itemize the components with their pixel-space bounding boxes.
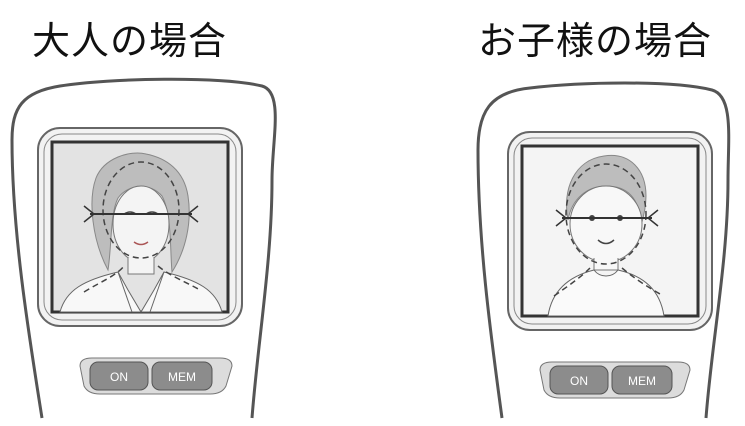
adult-device-body (10, 77, 277, 419)
child-mem-button[interactable]: MEM (611, 365, 673, 395)
child-photo (520, 144, 700, 318)
adult-photo (50, 140, 230, 314)
adult-on-button[interactable]: ON (89, 361, 149, 391)
child-shoulder-guide-left (553, 267, 591, 297)
child-face (569, 185, 643, 263)
child-device-body (476, 81, 731, 419)
child-mem-label: MEM (628, 374, 656, 388)
adult-button-bar: ON MEM (79, 357, 233, 395)
child-head-guide (565, 163, 647, 265)
adult-neck (127, 258, 155, 275)
child-body (547, 269, 665, 317)
adult-mem-button[interactable]: MEM (151, 361, 213, 391)
child-on-label: ON (570, 374, 588, 388)
child-on-button[interactable]: ON (549, 365, 609, 395)
child-title: お子様の場合 (478, 19, 713, 63)
adult-face (112, 185, 170, 263)
adult-shoulder-guide-right (157, 265, 201, 291)
adult-head-guide (102, 161, 180, 259)
adult-body (59, 271, 223, 313)
adult-mem-label: MEM (168, 370, 196, 384)
child-button-bar: ON MEM (539, 361, 691, 399)
adult-title: 大人の場合 (32, 19, 228, 63)
adult-hair (91, 152, 190, 274)
adult-device: ON MEM (10, 77, 277, 419)
child-device: ON MEM (476, 81, 731, 419)
child-shoulder-guide-right (621, 267, 661, 295)
adult-shoulder-guide-left (83, 265, 125, 293)
adult-on-label: ON (110, 370, 128, 384)
